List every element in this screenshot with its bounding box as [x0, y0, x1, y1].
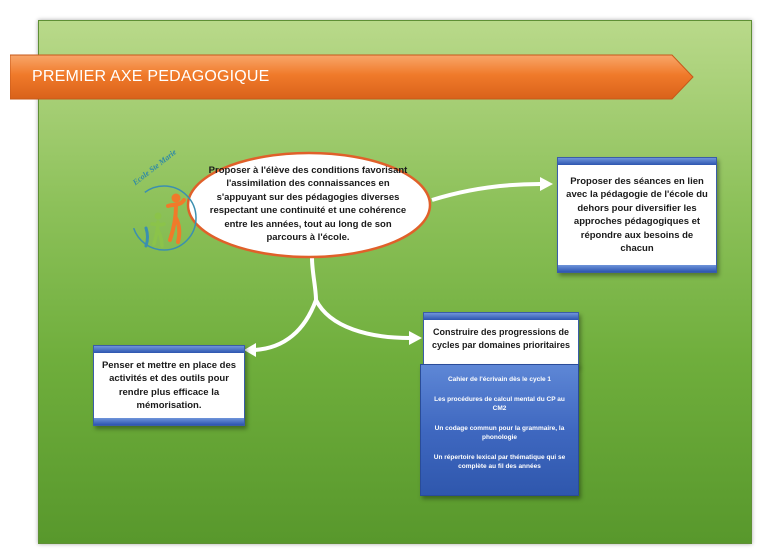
connector-trunk — [310, 257, 318, 301]
arrowhead-left — [244, 343, 256, 357]
connector-to-middle — [314, 299, 411, 340]
list-items: Cahier de l'écrivain dès le cycle 1 Les … — [427, 375, 572, 487]
list-item: Un répertoire lexical par thématique qui… — [433, 454, 566, 470]
card-bar-top — [94, 346, 244, 353]
card-bar-top — [558, 158, 716, 165]
middle-node-card: Construire des progressions de cycles pa… — [423, 312, 579, 366]
connector-to-left — [254, 299, 318, 352]
school-logo — [131, 185, 197, 251]
title-banner — [10, 54, 694, 100]
list-item: Un codage commun pour la grammaire, la p… — [434, 425, 565, 441]
logo-head-green — [154, 212, 162, 220]
connector-to-right — [431, 182, 541, 202]
middle-node-text: Construire des progressions de cycles pa… — [431, 327, 571, 350]
arrowhead-right — [540, 177, 553, 191]
logo-figure-green — [150, 220, 166, 248]
middle-node-list: Cahier de l'écrivain dès le cycle 1 Les … — [420, 364, 579, 496]
list-item: Les procédures de calcul mental du CP au… — [434, 396, 565, 412]
banner-title: PREMIER AXE PEDAGOGIQUE — [32, 68, 270, 85]
center-node-text: Proposer à l'élève des conditions favori… — [208, 164, 408, 244]
left-node-text: Penser et mettre en place des activités … — [101, 359, 237, 412]
arrowhead-middle — [409, 331, 422, 345]
left-node-card: Penser et mettre en place des activités … — [93, 345, 245, 426]
logo-figure-blue — [144, 226, 149, 248]
card-bar-top — [424, 313, 578, 320]
logo-figure-orange — [166, 198, 186, 244]
diagram-panel — [38, 20, 752, 544]
right-node-card: Proposer des séances en lien avec la péd… — [557, 157, 717, 273]
logo-head-orange — [171, 193, 181, 203]
card-bar-bottom — [94, 418, 244, 425]
center-oval — [186, 151, 432, 259]
list-item: Cahier de l'écrivain dès le cycle 1 — [447, 376, 552, 383]
right-node-text: Proposer des séances en lien avec la péd… — [566, 175, 708, 255]
card-bar-bottom — [558, 265, 716, 272]
